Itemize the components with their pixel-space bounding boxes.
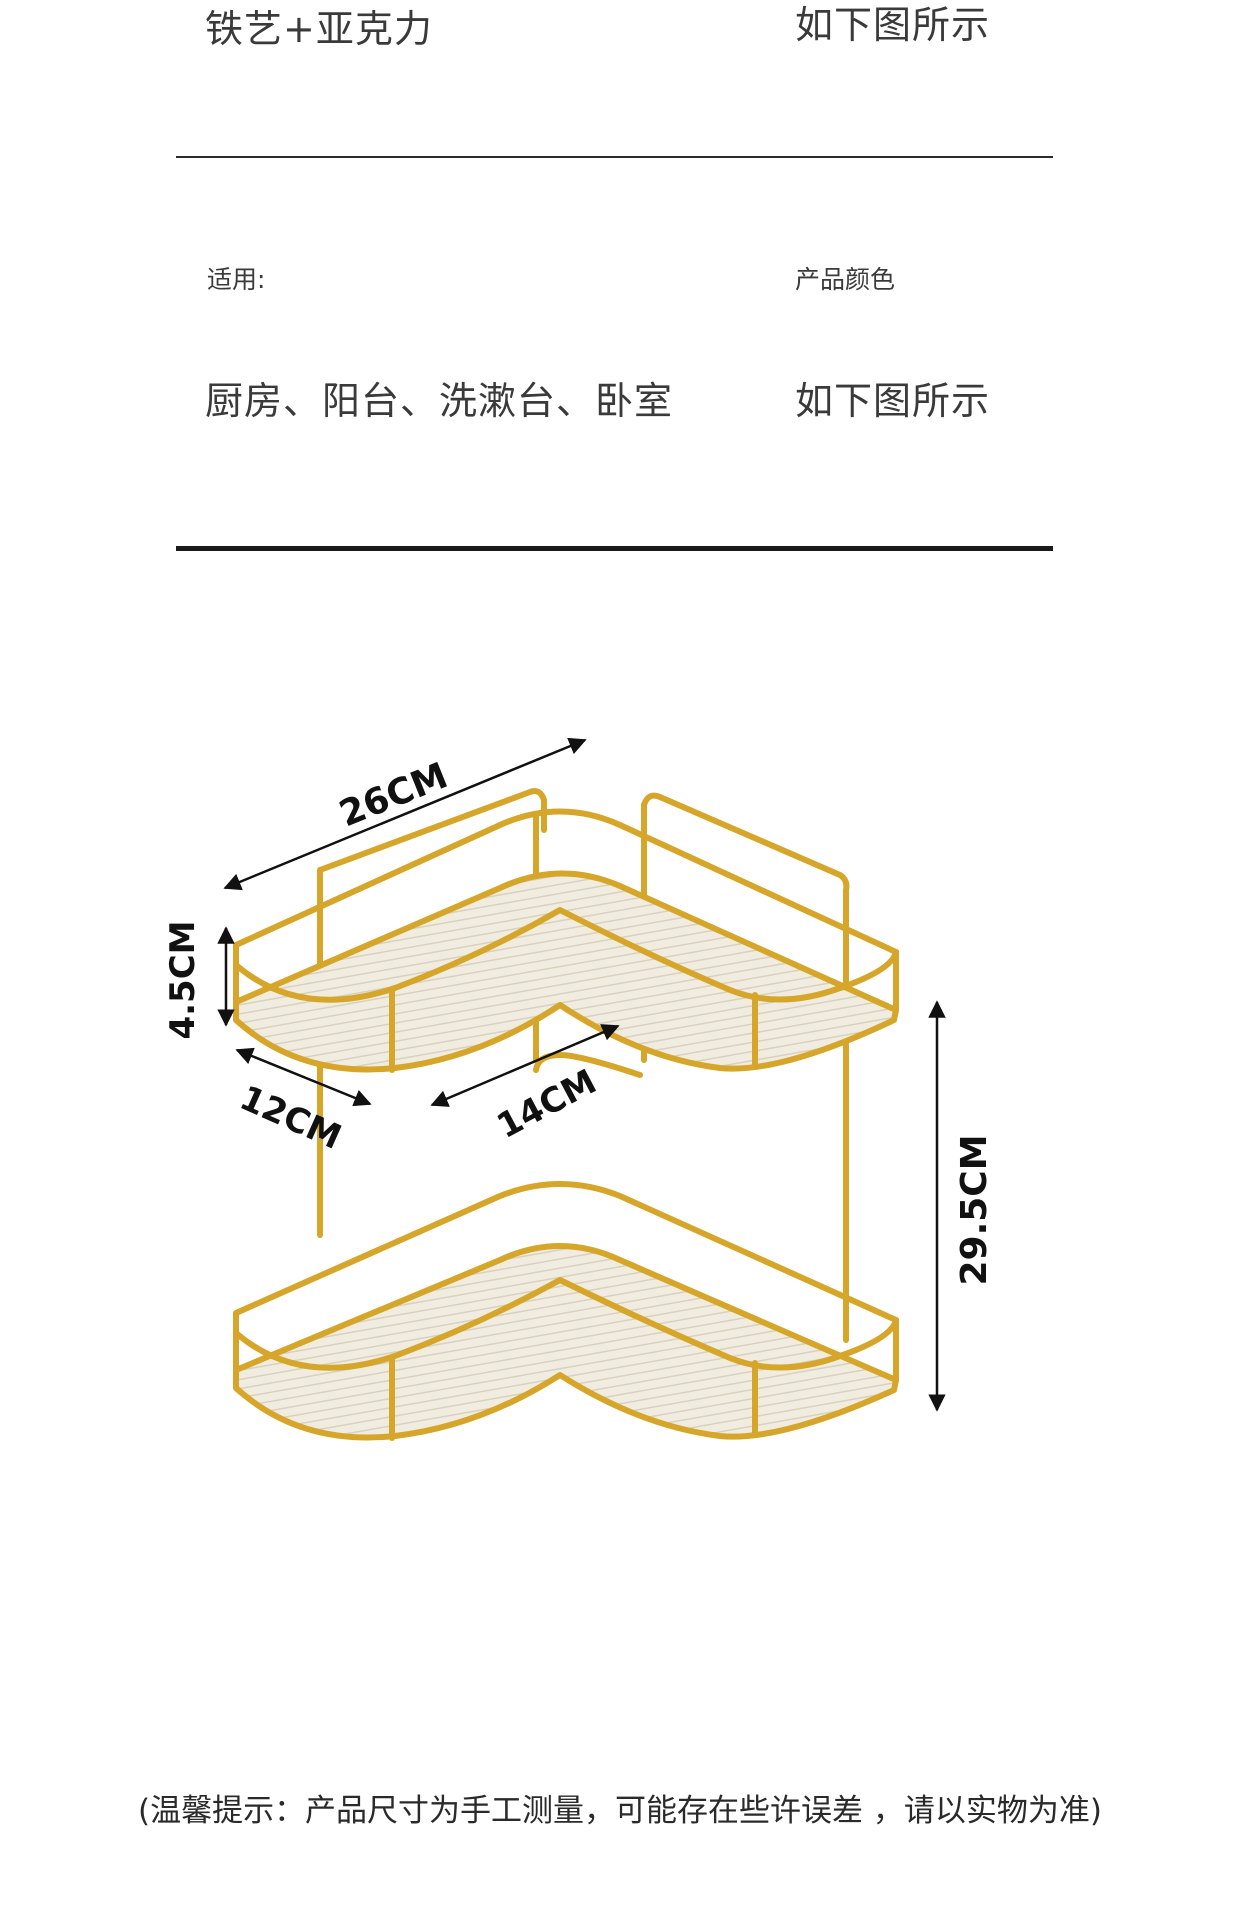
color-label: 产品颜色 [795, 265, 896, 294]
usage-label: 适用: [207, 265, 266, 294]
dimension-arrows [217, 737, 946, 1412]
color-value-2: 如下图所示 [795, 379, 991, 423]
dim-rail-height-label: 4.5CM [163, 920, 203, 1039]
dim-width-label: 26CM [334, 755, 454, 835]
dim-inner-label: 14CM [491, 1062, 603, 1147]
dim-total-height-label: 29.5CM [954, 1134, 995, 1285]
product-image: 26CM 4.5CM 12CM 14CM 29.5CM [163, 737, 995, 1441]
usage-value: 厨房、阳台、洗漱台、卧室 [205, 379, 674, 423]
upper-shelf [233, 808, 899, 1073]
dim-depth-label: 12CM [234, 1078, 347, 1158]
divider-thin [176, 156, 1053, 158]
color-value-1: 如下图所示 [795, 3, 991, 47]
disclaimer-note: (温馨提示：产品尺寸为手工测量，可能存在些许误差 ，请以实物为准) [137, 1793, 1103, 1829]
material-value: 铁艺+亚克力 [205, 7, 433, 51]
lower-shelf [233, 1181, 899, 1441]
divider-thick [176, 546, 1053, 551]
